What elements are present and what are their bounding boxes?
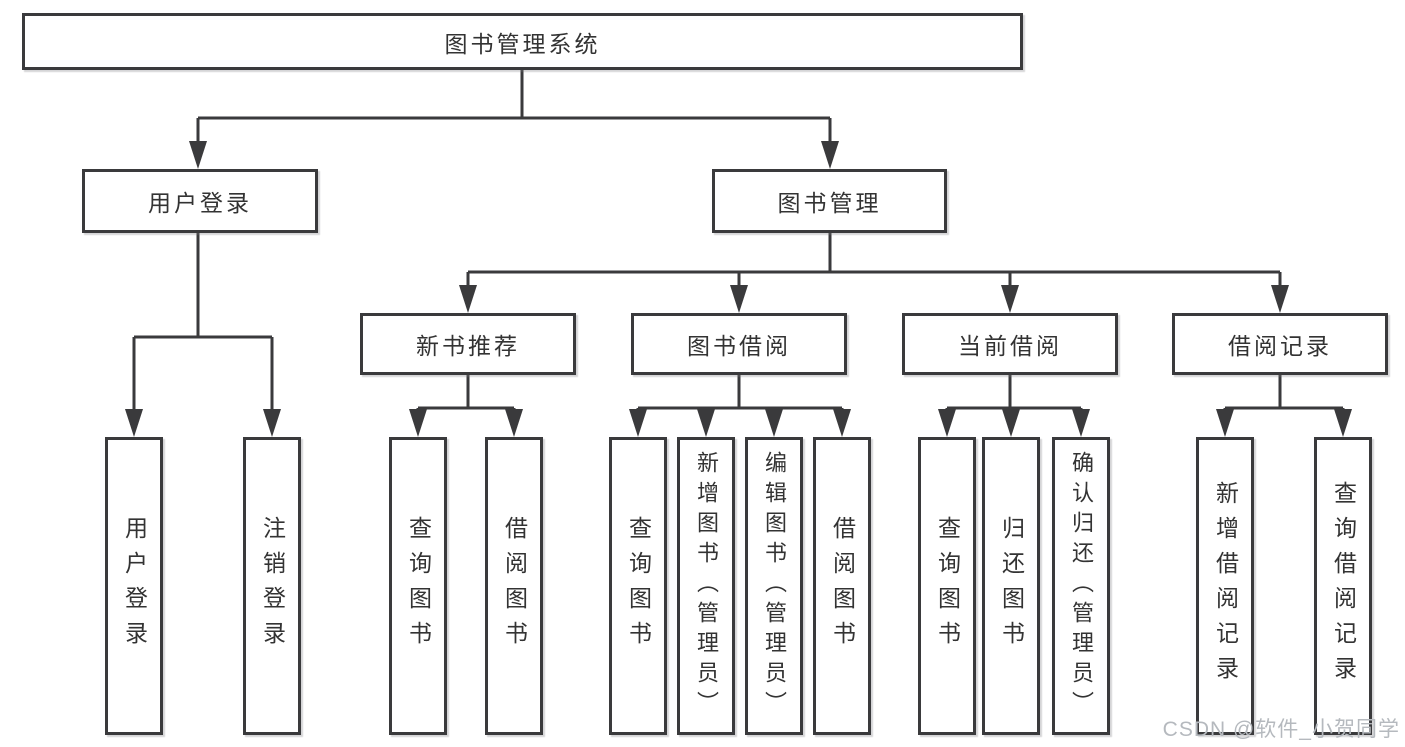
- node-current-borrow-label: 当前借阅: [958, 333, 1062, 359]
- node-current-borrow: 当前借阅: [902, 313, 1118, 375]
- node-leaf-query-books-newrec-label: 查询图书: [405, 516, 432, 656]
- node-root-label: 图书管理系统: [444, 30, 601, 57]
- node-leaf-logout-label: 注销登录: [259, 516, 286, 656]
- node-leaf-borrow-books-newrec-label: 借阅图书: [501, 516, 528, 656]
- node-borrow-records-label: 借阅记录: [1228, 333, 1332, 359]
- node-book-management: 图书管理: [712, 169, 947, 233]
- connector-current-to-leaves: [945, 375, 1083, 412]
- node-leaf-edit-book-admin-label: 编辑图书（管理员）: [762, 451, 787, 721]
- connector-records-to-leaves: [1223, 375, 1345, 412]
- node-leaf-return-book-label: 归还图书: [998, 516, 1025, 656]
- node-leaf-query-borrow-record: 查询借阅记录: [1314, 437, 1372, 735]
- node-leaf-user-login: 用户登录: [105, 437, 163, 735]
- connector-borrow-to-leaves: [636, 375, 844, 412]
- node-leaf-edit-book-admin: 编辑图书（管理员）: [745, 437, 803, 735]
- node-leaf-query-books-borrow-label: 查询图书: [625, 516, 652, 656]
- node-leaf-return-book: 归还图书: [982, 437, 1040, 735]
- node-leaf-add-borrow-record-label: 新增借阅记录: [1212, 481, 1239, 691]
- node-leaf-borrow-books-borrow-label: 借阅图书: [829, 516, 856, 656]
- csdn-watermark: CSDN @软件_小贺同学: [1162, 718, 1400, 741]
- node-leaf-query-borrow-record-label: 查询借阅记录: [1330, 481, 1357, 691]
- node-book-borrow-label: 图书借阅: [687, 333, 791, 359]
- node-leaf-query-books-current: 查询图书: [918, 437, 976, 735]
- node-user-login-label: 用户登录: [148, 190, 252, 216]
- node-user-login: 用户登录: [82, 169, 318, 233]
- node-leaf-query-books-newrec: 查询图书: [389, 437, 447, 735]
- node-leaf-confirm-return-admin-label: 确认归还（管理员）: [1069, 451, 1094, 721]
- node-book-management-label: 图书管理: [777, 190, 882, 216]
- node-leaf-logout: 注销登录: [243, 437, 301, 735]
- node-leaf-borrow-books-newrec: 借阅图书: [485, 437, 543, 735]
- node-leaf-borrow-books-borrow: 借阅图书: [813, 437, 871, 735]
- node-leaf-confirm-return-admin: 确认归还（管理员）: [1052, 437, 1110, 735]
- node-root: 图书管理系统: [22, 13, 1023, 70]
- connector-newrec-to-leaves: [416, 375, 516, 412]
- node-leaf-add-book-admin-label: 新增图书（管理员）: [694, 451, 719, 721]
- arrowheads: [125, 141, 1352, 437]
- node-leaf-add-book-admin: 新增图书（管理员）: [677, 437, 735, 735]
- node-new-book-recommend-label: 新书推荐: [416, 333, 520, 359]
- node-leaf-query-books-current-label: 查询图书: [934, 516, 961, 656]
- connector-userlogin-to-leaves: [132, 233, 274, 412]
- node-leaf-add-borrow-record: 新增借阅记录: [1196, 437, 1254, 735]
- node-leaf-user-login-label: 用户登录: [121, 516, 148, 656]
- node-leaf-query-books-borrow: 查询图书: [609, 437, 667, 735]
- node-book-borrow: 图书借阅: [631, 313, 847, 375]
- connector-root-to-level2: [196, 70, 832, 144]
- connector-bookmgmt-to-level3: [466, 233, 1282, 288]
- node-new-book-recommend: 新书推荐: [360, 313, 576, 375]
- node-borrow-records: 借阅记录: [1172, 313, 1388, 375]
